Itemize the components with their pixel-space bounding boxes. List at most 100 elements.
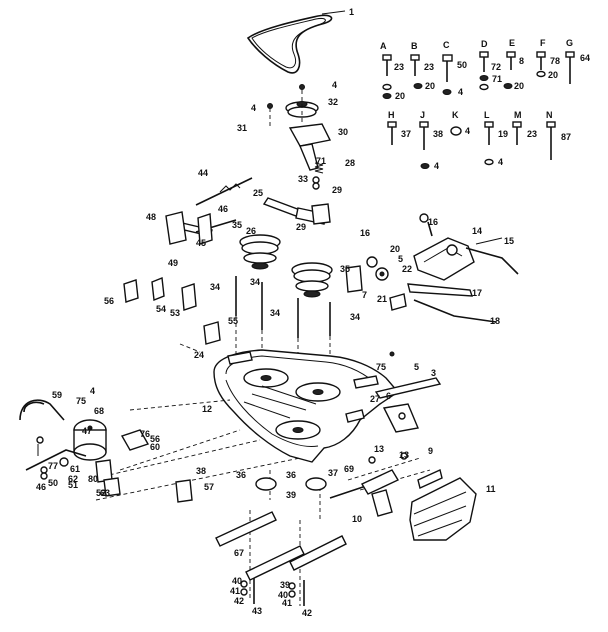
svg-text:N: N	[546, 110, 553, 120]
svg-text:48: 48	[146, 212, 156, 222]
deck-pulleys	[239, 234, 333, 298]
svg-text:69: 69	[344, 464, 354, 474]
svg-text:25: 25	[253, 188, 263, 198]
svg-text:24: 24	[194, 350, 204, 360]
svg-text:20: 20	[425, 81, 435, 91]
bolt-N	[546, 121, 556, 160]
svg-text:34: 34	[350, 312, 360, 322]
svg-text:11: 11	[486, 484, 496, 494]
svg-text:34: 34	[270, 308, 280, 318]
svg-text:34: 34	[250, 277, 260, 287]
svg-text:56: 56	[150, 434, 160, 444]
svg-text:40: 40	[278, 590, 288, 600]
svg-text:36: 36	[236, 470, 246, 480]
svg-text:A: A	[380, 41, 387, 51]
hanger-brackets	[123, 203, 331, 345]
svg-text:42: 42	[302, 608, 312, 618]
svg-text:56: 56	[104, 296, 114, 306]
svg-text:87: 87	[561, 132, 571, 142]
bolt-F	[536, 51, 546, 70]
svg-text:6: 6	[386, 391, 391, 401]
svg-text:9: 9	[428, 446, 433, 456]
svg-text:14: 14	[472, 226, 482, 236]
svg-text:60: 60	[150, 442, 160, 452]
bolt-C	[442, 54, 453, 82]
svg-text:B: B	[411, 41, 418, 51]
side-rail	[374, 351, 442, 433]
svg-text:47: 47	[82, 426, 92, 436]
svg-text:23: 23	[424, 62, 434, 72]
svg-text:21: 21	[377, 294, 387, 304]
svg-text:63: 63	[100, 488, 110, 498]
svg-text:4: 4	[458, 87, 463, 97]
mower-blades	[215, 511, 347, 581]
bolt-M	[512, 121, 522, 145]
svg-text:L: L	[484, 110, 490, 120]
svg-text:4: 4	[251, 103, 256, 113]
svg-text:37: 37	[401, 129, 411, 139]
svg-text:23: 23	[527, 129, 537, 139]
svg-text:16: 16	[360, 228, 370, 238]
svg-text:13: 13	[374, 444, 384, 454]
svg-text:41: 41	[282, 598, 292, 608]
svg-text:M: M	[514, 110, 522, 120]
svg-text:8: 8	[519, 56, 524, 66]
svg-text:E: E	[509, 38, 515, 48]
svg-text:67: 67	[234, 548, 244, 558]
svg-text:35: 35	[340, 264, 350, 274]
bolt-H	[387, 121, 397, 145]
svg-text:29: 29	[296, 222, 306, 232]
svg-text:13: 13	[399, 450, 409, 460]
bolt-G	[565, 51, 575, 84]
svg-text:4: 4	[434, 161, 439, 171]
svg-text:J: J	[420, 110, 425, 120]
svg-text:D: D	[481, 39, 488, 49]
bolt-A	[382, 54, 392, 76]
svg-text:C: C	[443, 40, 450, 50]
svg-text:20: 20	[390, 244, 400, 254]
svg-text:72: 72	[491, 62, 501, 72]
svg-text:77: 77	[48, 461, 58, 471]
svg-text:4: 4	[498, 157, 503, 167]
svg-text:H: H	[388, 110, 395, 120]
svg-text:7: 7	[362, 290, 367, 300]
svg-text:44: 44	[198, 168, 208, 178]
svg-text:62: 62	[68, 474, 78, 484]
svg-text:53: 53	[170, 308, 180, 318]
svg-text:75: 75	[76, 396, 86, 406]
bolt-E	[506, 51, 516, 70]
svg-text:71: 71	[316, 156, 326, 166]
svg-text:43: 43	[252, 606, 262, 616]
svg-text:20: 20	[395, 91, 405, 101]
svg-text:26: 26	[246, 226, 256, 236]
deck-lift-arm	[407, 213, 519, 323]
discharge-shield	[409, 469, 477, 541]
svg-text:G: G	[566, 38, 573, 48]
blade-adapters	[175, 452, 408, 517]
svg-text:12: 12	[202, 404, 212, 414]
svg-text:76: 76	[140, 429, 150, 439]
right-small-parts	[345, 256, 407, 311]
svg-text:32: 32	[328, 97, 338, 107]
svg-text:30: 30	[338, 127, 348, 137]
svg-text:40: 40	[232, 576, 242, 586]
svg-text:71: 71	[492, 74, 502, 84]
svg-text:16: 16	[428, 217, 438, 227]
blade-bolts	[240, 578, 305, 606]
svg-text:1: 1	[349, 7, 354, 17]
hardware-key	[382, 51, 575, 169]
svg-text:78: 78	[550, 56, 560, 66]
gauge-wheel-assembly	[19, 399, 150, 497]
svg-text:22: 22	[402, 264, 412, 274]
svg-text:20: 20	[514, 81, 524, 91]
bolt-B	[410, 54, 420, 76]
svg-text:4: 4	[90, 386, 95, 396]
svg-text:75: 75	[376, 362, 386, 372]
idler-bracket-assembly	[267, 84, 332, 171]
svg-text:3: 3	[431, 368, 436, 378]
svg-text:68: 68	[94, 406, 104, 416]
svg-text:50: 50	[48, 478, 58, 488]
nut-K	[450, 126, 462, 136]
